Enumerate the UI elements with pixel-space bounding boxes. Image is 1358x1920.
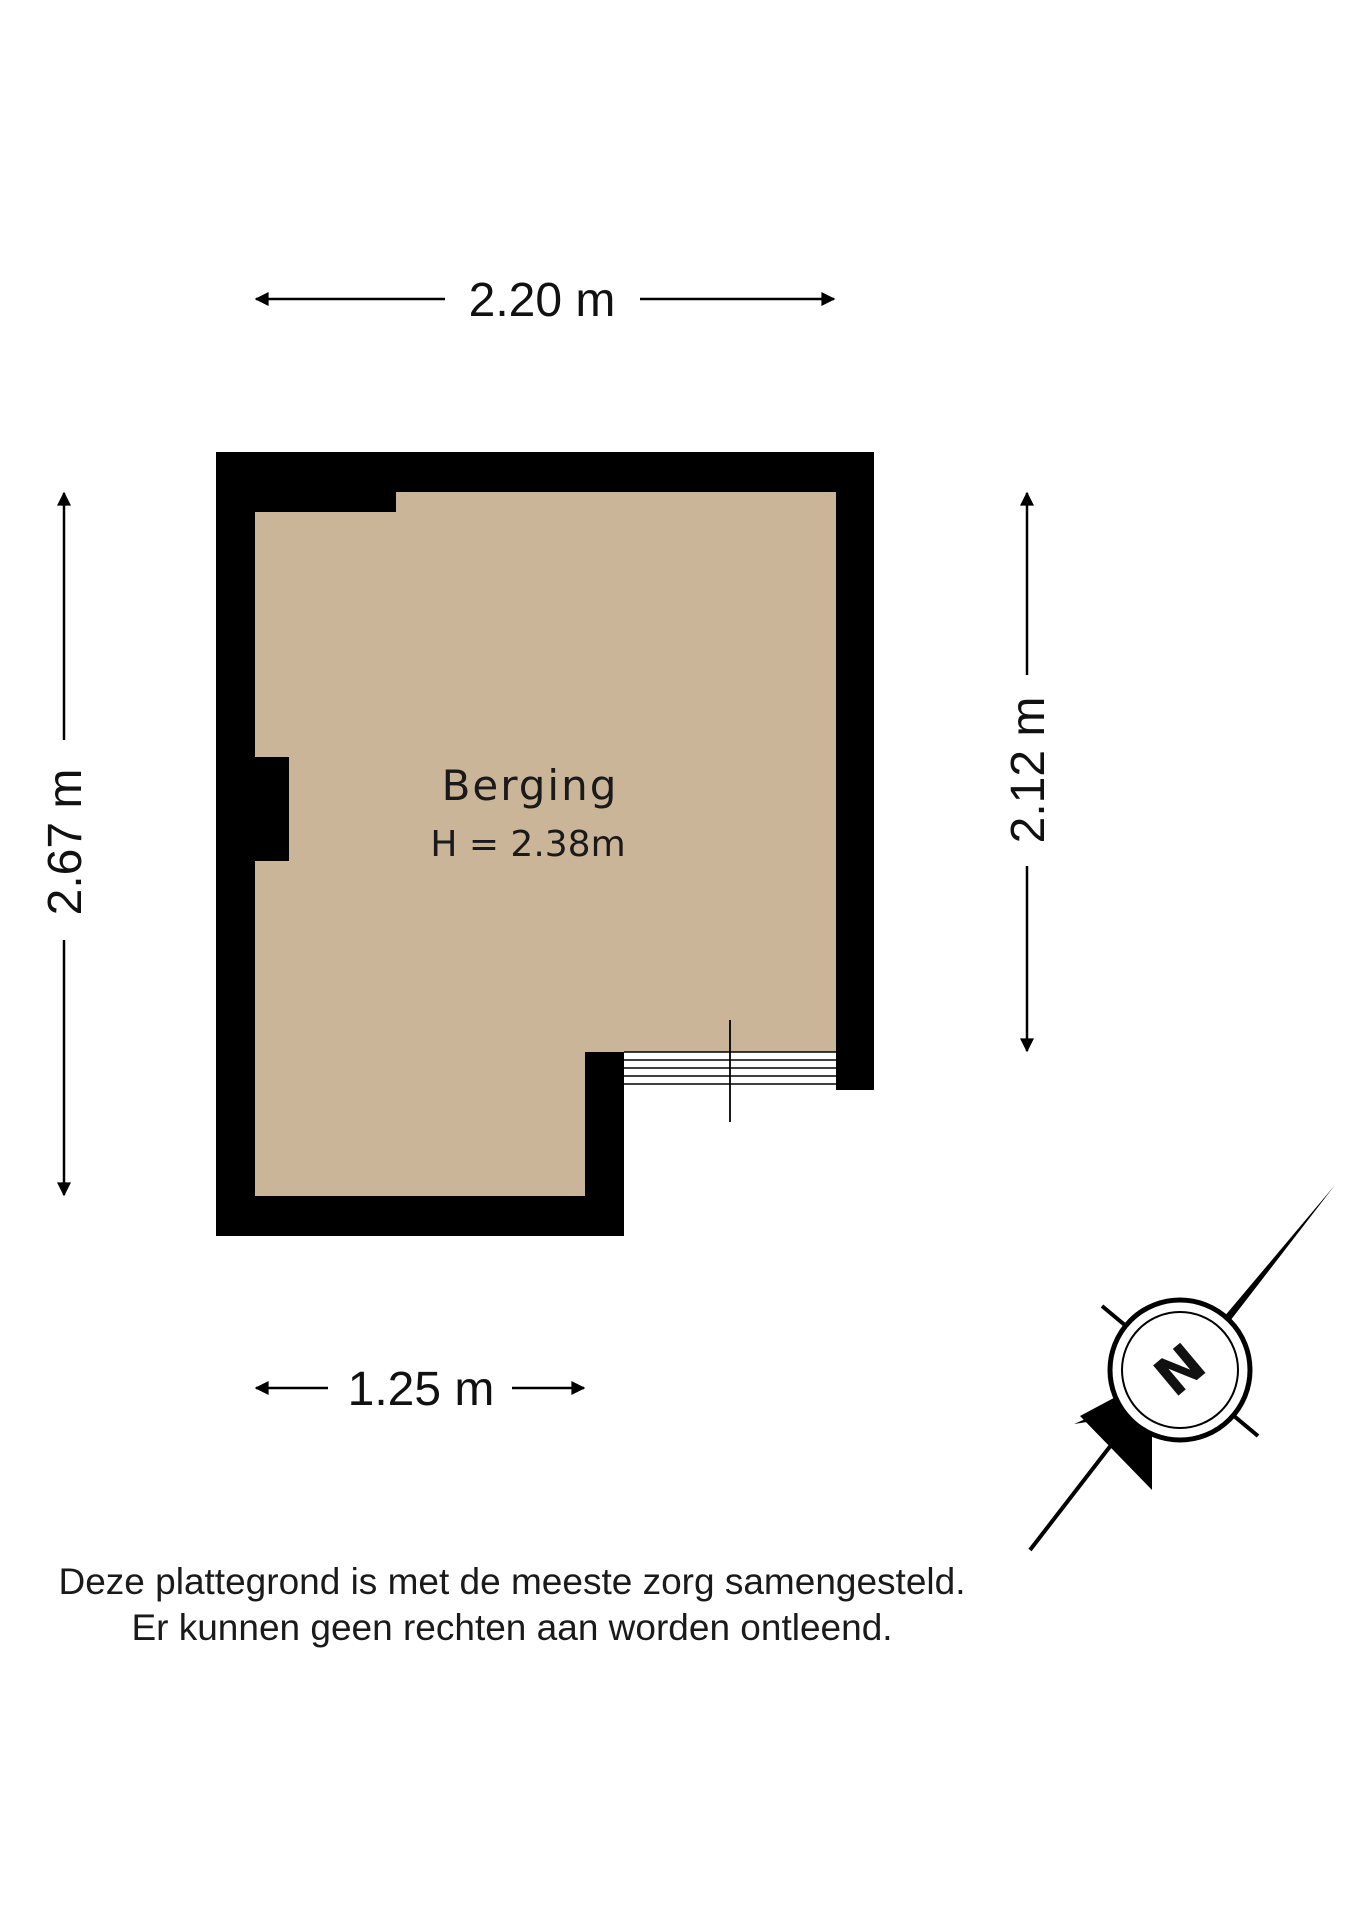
door-opening [624,1020,836,1122]
dimension-top-label: 2.20 m [469,274,616,327]
dimension-bottom: 1.25 m [254,1363,586,1416]
disclaimer-line-2: Er kunnen geen rechten aan worden ontlee… [131,1607,892,1648]
dimension-right: 2.12 m [1002,491,1055,1053]
dimension-left-label: 2.67 m [39,769,92,916]
dimension-top: 2.20 m [254,274,836,327]
room-floor [255,492,836,1196]
room-height: H = 2.38m [430,824,625,865]
room-name: Berging [442,761,619,810]
dimension-bottom-label: 1.25 m [348,1363,495,1416]
wall-pillar [255,757,289,861]
compass-rose-icon: N [1028,1185,1335,1552]
dimension-left: 2.67 m [39,491,92,1197]
dimension-right-label: 2.12 m [1002,697,1055,844]
disclaimer-line-1: Deze plattegrond is met de meeste zorg s… [59,1561,966,1602]
room-berging [216,452,874,1236]
